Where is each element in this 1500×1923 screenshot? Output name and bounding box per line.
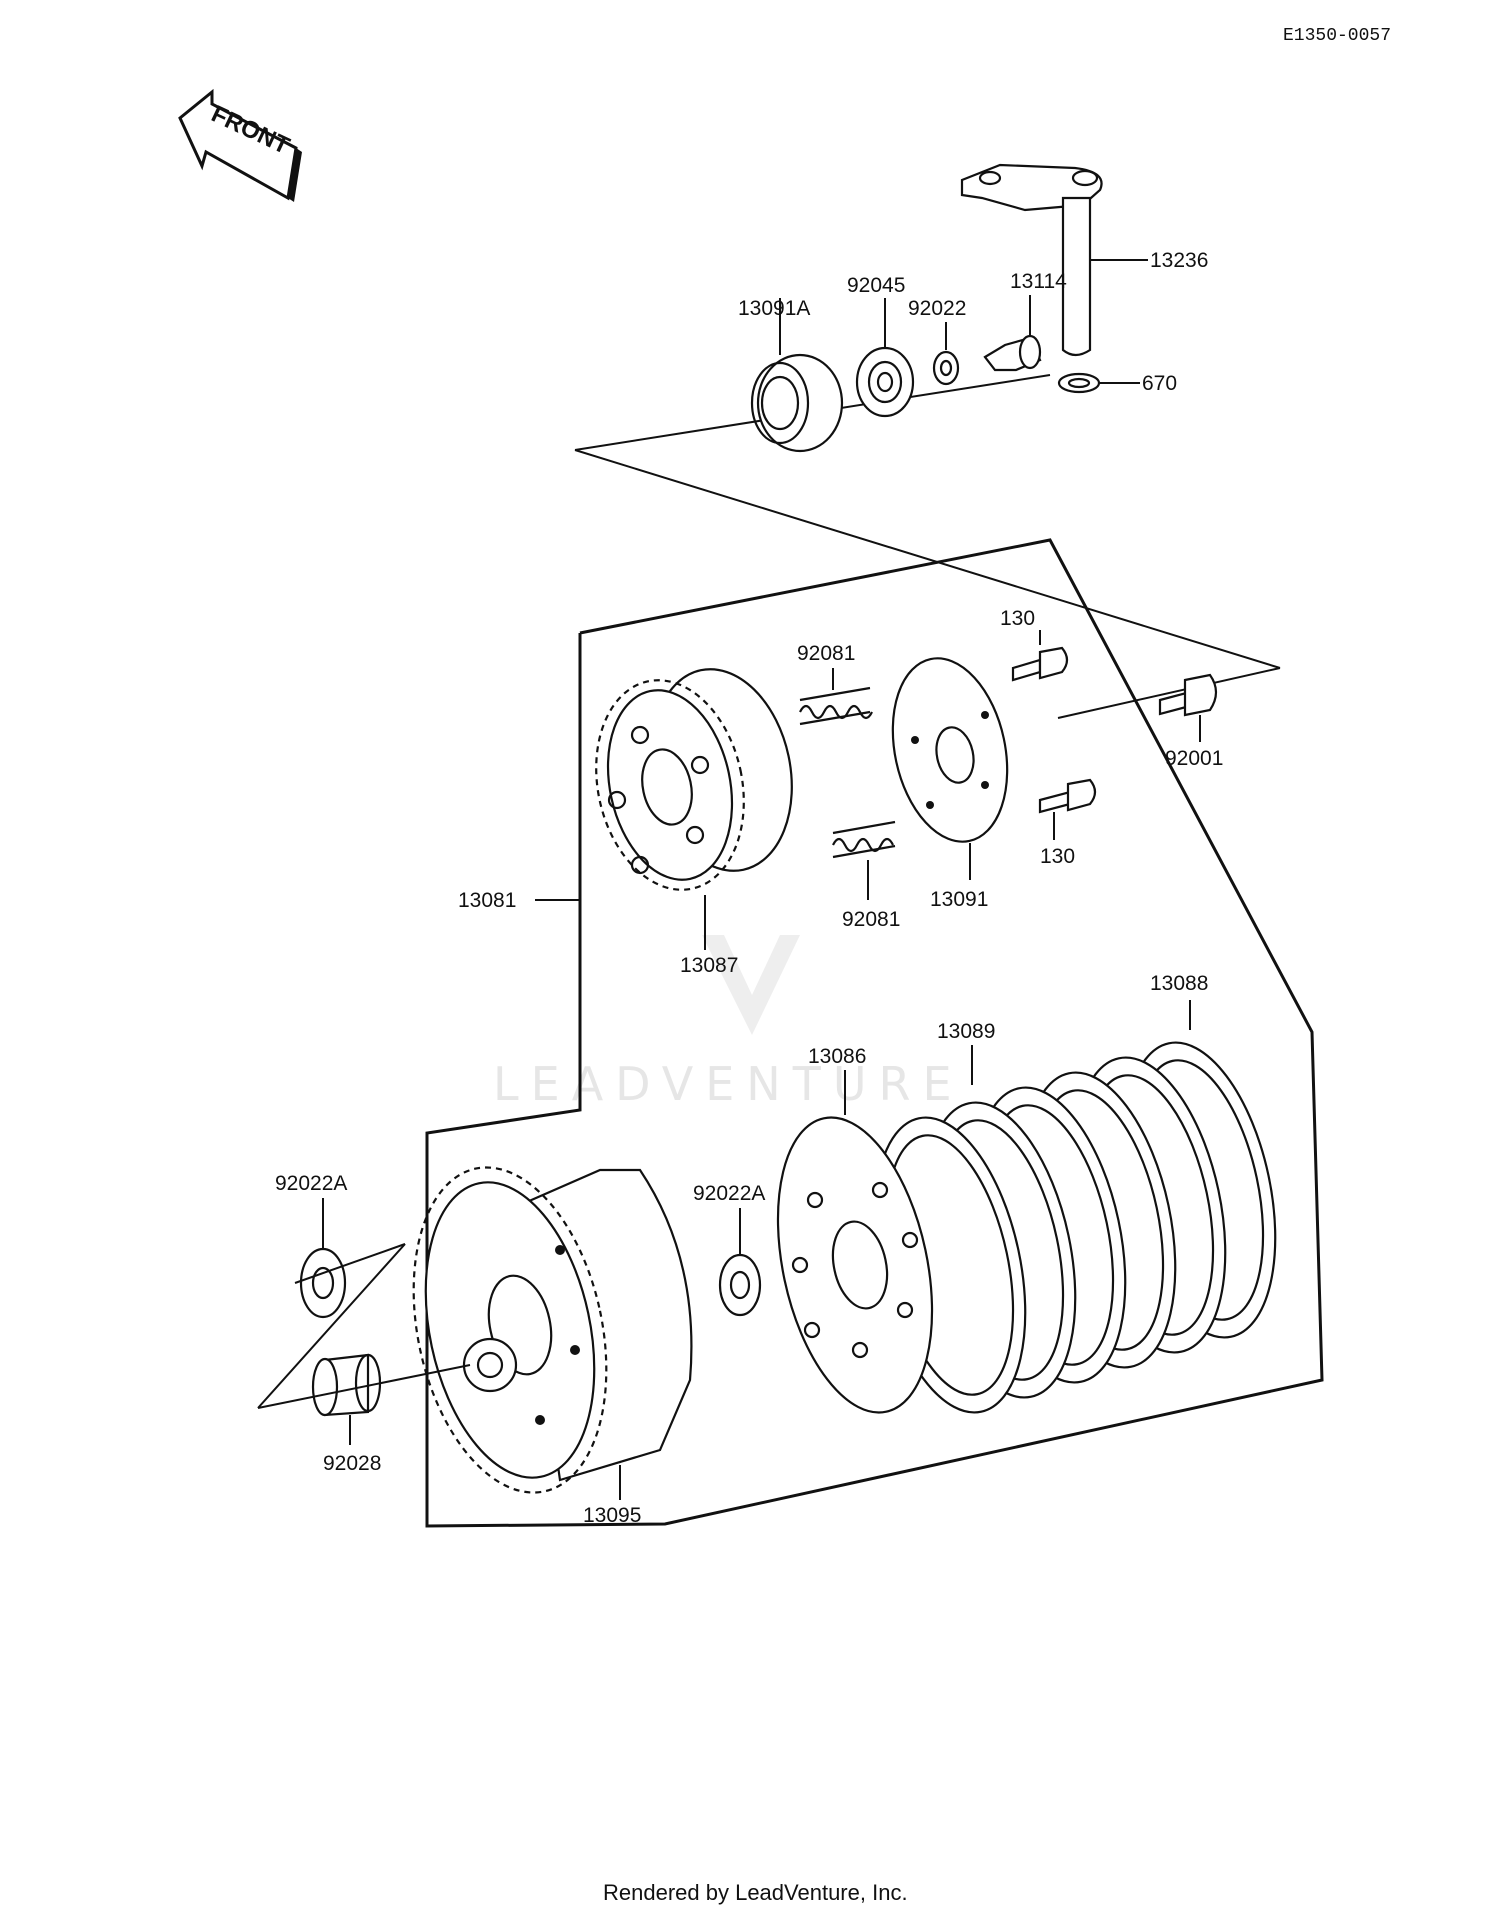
- washer-92022: [932, 322, 960, 386]
- plate-13086: [776, 1070, 934, 1414]
- clutch-hub-13087: [535, 668, 793, 950]
- callout-13236: 13236: [1150, 249, 1208, 272]
- bolt-92001: [1158, 673, 1218, 742]
- callout-92001: 92001: [1165, 747, 1223, 770]
- callout-13088: 13088: [1150, 972, 1208, 995]
- callout-92045: 92045: [847, 274, 905, 297]
- callout-13095: 13095: [583, 1504, 641, 1527]
- leadventure-watermark: LEADVENTURE: [493, 935, 964, 1111]
- front-arrow-icon: FRONT: [178, 88, 302, 202]
- callout-92022: 92022: [908, 297, 966, 320]
- push-rod-13114: [983, 295, 1042, 372]
- callout-13091a: 13091A: [738, 297, 810, 320]
- washer-92022a-mid: [718, 1208, 762, 1317]
- pressure-plate-13091: [891, 657, 1009, 880]
- callout-13091: 13091: [930, 888, 988, 911]
- clutch-housing-13095: [412, 1166, 693, 1500]
- callout-13086: 13086: [808, 1045, 866, 1068]
- washer-670: [1057, 372, 1140, 394]
- bearing-13091a: [750, 298, 844, 453]
- callout-92028: 92028: [323, 1452, 381, 1475]
- callout-13081: 13081: [458, 889, 516, 912]
- left-guide-lines: [257, 1243, 471, 1409]
- washer-92022a-left: [299, 1198, 347, 1319]
- callout-92022a-left: 92022A: [275, 1172, 347, 1195]
- callout-92081-top: 92081: [797, 642, 855, 665]
- callout-92081-bottom: 92081: [842, 908, 900, 931]
- assembly-frame: [425, 538, 1324, 1528]
- callout-13114: 13114: [1010, 270, 1067, 293]
- callout-13089: 13089: [937, 1020, 995, 1043]
- bolt-130-top: [1011, 630, 1069, 682]
- bearing-92045: [855, 298, 915, 418]
- svg-text:LEADVENTURE: LEADVENTURE: [493, 1057, 964, 1111]
- spring-92081-top: [799, 668, 873, 726]
- footer-credit: Rendered by LeadVenture, Inc.: [603, 1880, 908, 1905]
- document-code: E1350-0057: [1283, 26, 1391, 46]
- callout-130-top: 130: [1000, 607, 1035, 630]
- bolt-130-bottom: [1038, 778, 1097, 840]
- callout-92022a-mid: 92022A: [693, 1182, 765, 1205]
- callout-130-bottom: 130: [1040, 845, 1075, 868]
- spring-92081-bottom: [832, 820, 896, 900]
- callout-13087: 13087: [680, 954, 738, 977]
- callout-670: 670: [1142, 372, 1177, 395]
- release-shaft-13236: [960, 163, 1148, 357]
- sleeve-92028: [311, 1353, 382, 1445]
